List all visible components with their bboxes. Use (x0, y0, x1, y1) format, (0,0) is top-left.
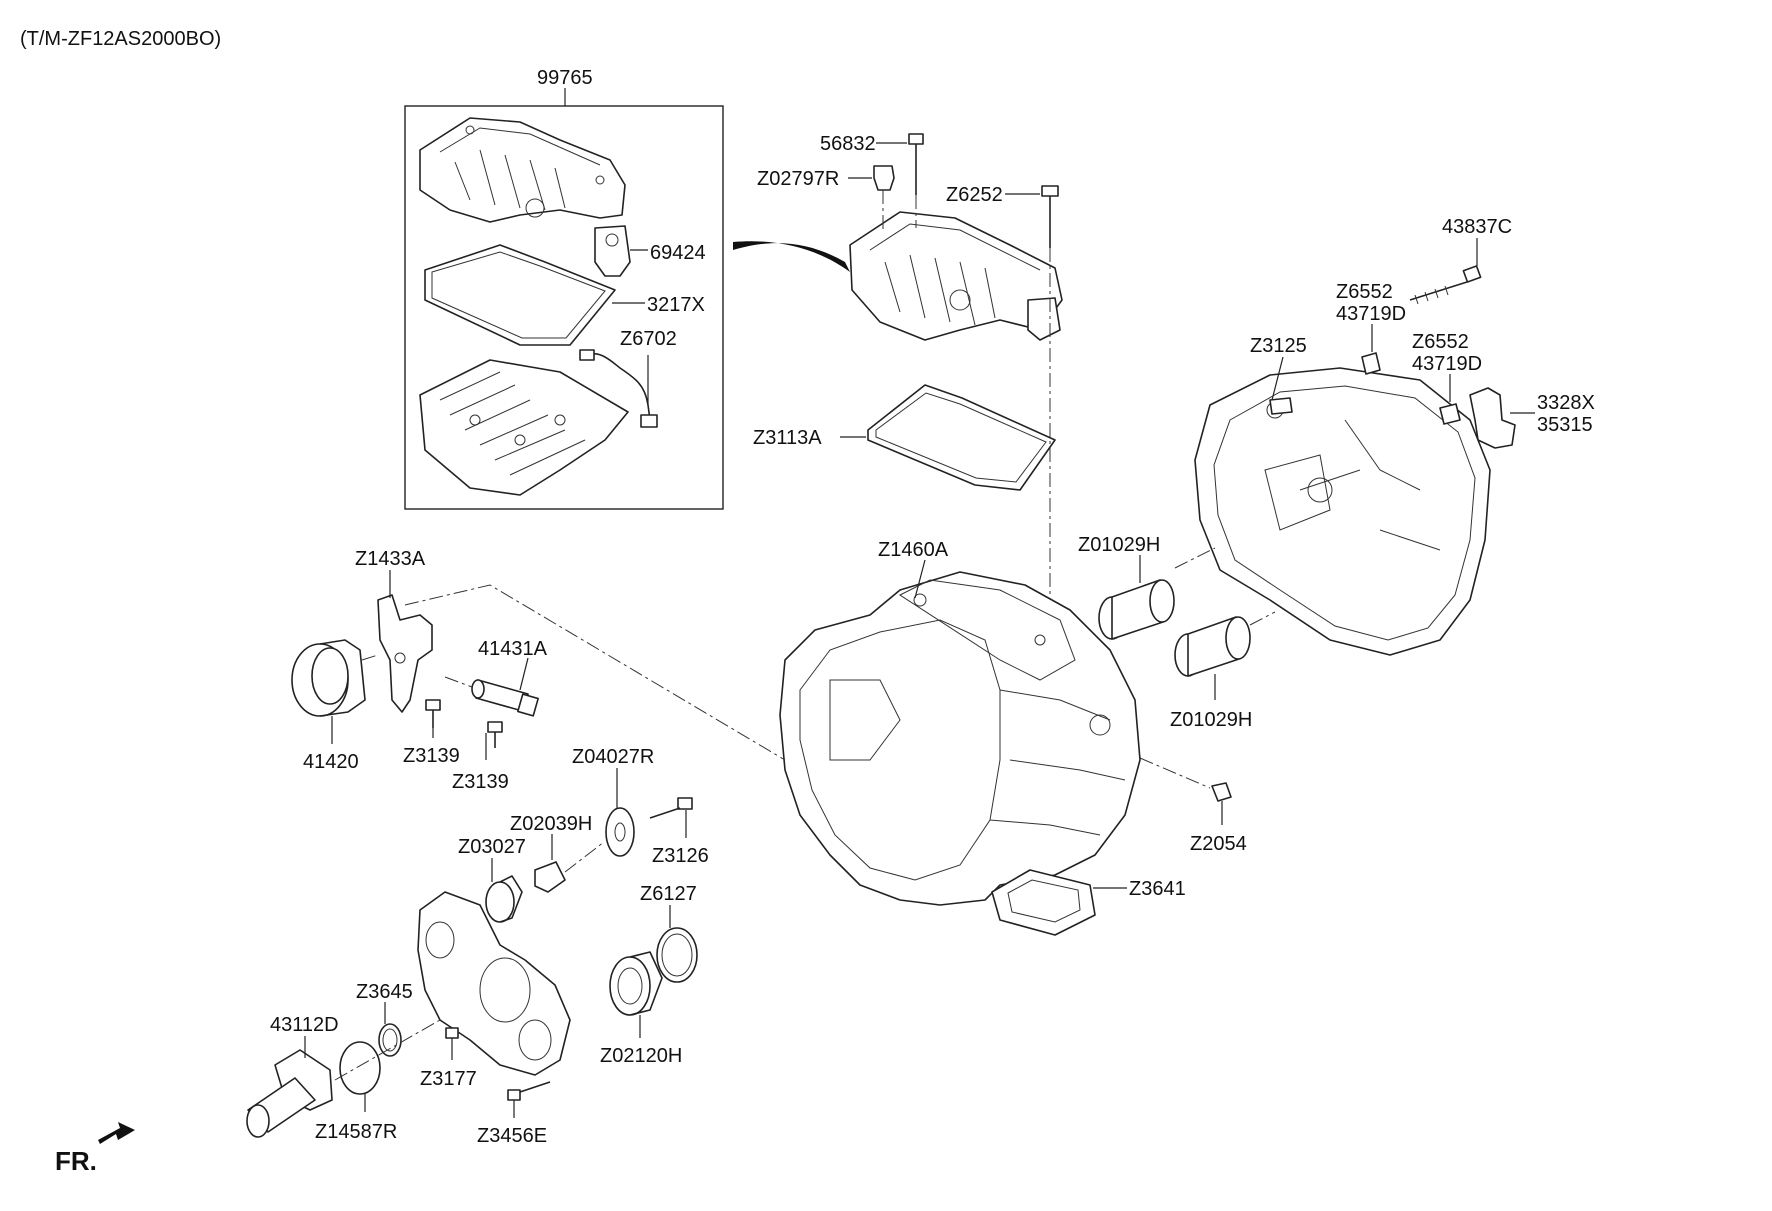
callout-Z6252: Z6252 (946, 184, 1003, 206)
bolt-Z3456E[interactable] (507, 1081, 551, 1101)
callout-69424: 69424 (650, 242, 706, 264)
callout-Z01029H-upper: Z01029H (1078, 534, 1160, 556)
callout-Z02120H: Z02120H (600, 1045, 682, 1067)
front-label: FR. (55, 1146, 97, 1176)
callout-Z3645: Z3645 (356, 981, 413, 1003)
callout-Z1433A: Z1433A (355, 548, 426, 570)
valve-housing-part (419, 117, 626, 223)
clip-43719D-upper[interactable] (1361, 352, 1381, 375)
release-fork-Z1433A[interactable] (377, 594, 433, 713)
clip-43719D-lower[interactable] (1439, 403, 1461, 425)
shaft-41431A[interactable] (471, 679, 539, 717)
callout-35315: 35315 (1537, 414, 1593, 436)
bolt-Z6252[interactable] (1041, 185, 1059, 248)
callout-Z6702: Z6702 (620, 328, 677, 350)
callout-41420: 41420 (303, 751, 359, 773)
oil-pan-gasket-Z3113A[interactable] (867, 384, 1056, 491)
gear-Z02039H[interactable] (534, 861, 566, 893)
assembly-kit-frame (404, 105, 724, 510)
ring-Z14587R[interactable] (339, 1041, 381, 1095)
callout-Z6552-upper: Z6552 (1336, 281, 1393, 303)
callout-Z02797R: Z02797R (757, 168, 839, 190)
callout-43719D-lower: 43719D (1412, 353, 1482, 375)
impeller-Z04027R[interactable] (605, 807, 635, 857)
release-bearing-41420[interactable] (291, 639, 366, 717)
callout-Z3126: Z3126 (652, 845, 709, 867)
bolt-Z3126[interactable] (649, 797, 693, 819)
callout-Z6127: Z6127 (640, 883, 697, 905)
callout-43112D: 43112D (270, 1014, 339, 1036)
callout-Z3113A: Z3113A (753, 427, 822, 449)
cylinder-Z01029H-upper[interactable] (1098, 579, 1175, 640)
installation-arrow (733, 241, 850, 272)
bolt-Z3139-right[interactable] (487, 721, 503, 748)
valve-plate-part (419, 359, 629, 496)
cover-gasket-Z3641[interactable] (991, 869, 1096, 936)
bolt-Z3177[interactable] (445, 1027, 459, 1039)
callout-Z03027: Z03027 (458, 836, 526, 858)
bolt-Z3139-left[interactable] (425, 699, 441, 728)
callout-Z3641: Z3641 (1129, 878, 1186, 900)
callout-Z3139-right: Z3139 (452, 771, 509, 793)
bolt-56832[interactable] (908, 133, 924, 195)
callout-Z14587R: Z14587R (315, 1121, 397, 1143)
plug-Z02797R[interactable] (873, 165, 895, 191)
callout-99765: 99765 (537, 67, 593, 89)
callout-Z3177: Z3177 (420, 1068, 477, 1090)
wiring-harness-part (579, 349, 658, 428)
callout-43719D-upper: 43719D (1336, 303, 1406, 325)
seal-Z3645[interactable] (378, 1023, 402, 1057)
model-code-header: (T/M-ZF12AS2000BO) (20, 28, 221, 50)
callout-Z3139-left: Z3139 (403, 745, 460, 767)
callout-Z01029H-lower: Z01029H (1170, 709, 1252, 731)
callout-Z1460A: Z1460A (878, 539, 949, 561)
bolt-43837C[interactable] (1409, 265, 1482, 305)
installed-valve-body[interactable] (849, 211, 1063, 341)
main-housing-Z1460A[interactable] (779, 571, 1141, 906)
guide-tube-43112D[interactable] (246, 1049, 333, 1138)
valve-body-assembly-kit[interactable] (404, 88, 724, 510)
callout-Z3125: Z3125 (1250, 335, 1307, 357)
callout-41431A: 41431A (478, 638, 548, 660)
bracket-3328X[interactable] (1469, 387, 1516, 449)
cylinder-Z01029H-lower[interactable] (1174, 616, 1251, 677)
rear-housing-Z3125[interactable] (1194, 367, 1491, 656)
callout-56832: 56832 (820, 133, 876, 155)
seal-ring-Z6127[interactable] (656, 927, 698, 983)
front-direction-marker: FR. (55, 1122, 135, 1176)
callout-Z02039H: Z02039H (510, 813, 592, 835)
bearing-Z03027[interactable] (485, 875, 523, 923)
callout-3217X: 3217X (647, 294, 705, 316)
valve-gasket-part (424, 244, 616, 346)
callout-Z2054: Z2054 (1190, 833, 1247, 855)
drain-plug-Z2054[interactable] (1211, 782, 1232, 802)
callout-Z6552-lower: Z6552 (1412, 331, 1469, 353)
pulley-Z02120H[interactable] (609, 951, 663, 1016)
callout-43837C: 43837C (1442, 216, 1512, 238)
solenoid-valve-part (594, 225, 631, 277)
front-arrow-icon (98, 1122, 135, 1144)
callout-Z04027R: Z04027R (572, 746, 654, 768)
callout-Z3456E: Z3456E (477, 1125, 547, 1147)
callout-3328X: 3328X (1537, 392, 1595, 414)
